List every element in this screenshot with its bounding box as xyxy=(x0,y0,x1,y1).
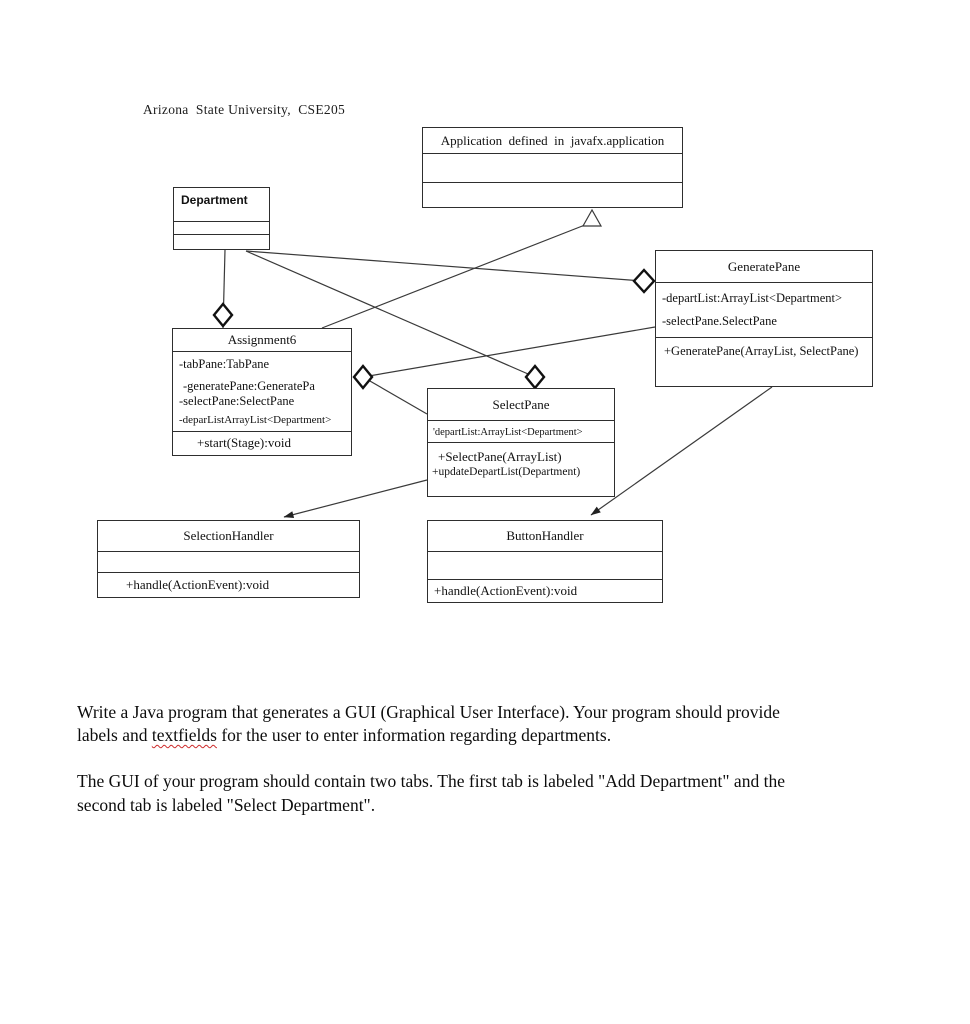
class-title-generatepane: GeneratePane xyxy=(656,251,872,283)
class-attrs-buttonhandler xyxy=(428,552,662,580)
class-title-selectionhandler: SelectionHandler xyxy=(98,521,359,552)
paragraph2-line1: The GUI of your program should contain t… xyxy=(77,771,785,792)
attr-deparlist: -deparListArrayList<Department> xyxy=(179,414,332,426)
attr-selectpane: -selectPane.SelectPane xyxy=(662,314,777,328)
class-box-buttonhandler: ButtonHandler +handle(ActionEvent):void xyxy=(427,520,663,603)
class-methods-generatepane: +GeneratePane(ArrayList, SelectPane) xyxy=(656,338,872,359)
class-attrs-department xyxy=(174,222,269,235)
p1-line2-before: labels and xyxy=(77,725,152,746)
class-title-assignment6: Assignment6 xyxy=(173,329,351,352)
class-attrs-selectionhandler xyxy=(98,552,359,573)
attr-tabpane: -tabPane:TabPane xyxy=(179,357,270,371)
class-title-selectpane: SelectPane xyxy=(428,389,614,421)
class-methods-buttonhandler: +handle(ActionEvent):void xyxy=(428,580,662,598)
aggregation-diamond-generatepane-left xyxy=(632,268,656,294)
course-header: Arizona State University, CSE205 xyxy=(143,102,346,117)
class-box-selectpane: SelectPane 'departList:ArrayList<Departm… xyxy=(427,388,615,497)
paragraph2-line2: second tab is labeled "Select Department… xyxy=(77,794,376,815)
class-attrs-selectpane: 'departList:ArrayList<Department> xyxy=(428,421,614,443)
aggregation-diamond-assignment6-right xyxy=(352,364,374,390)
aggregation-diamond-selectpane-top xyxy=(524,364,546,390)
method-updatedepartlist: +updateDepartList(Department) xyxy=(432,466,581,478)
class-title-department: Department xyxy=(174,188,269,222)
class-box-application: Application defined in javafx.applicatio… xyxy=(422,127,683,208)
class-box-assignment6: Assignment6 -tabPane:TabPane -generatePa… xyxy=(172,328,352,456)
class-title-buttonhandler: ButtonHandler xyxy=(428,521,662,552)
attr-departlist: 'departList:ArrayList<Department> xyxy=(433,427,583,438)
class-methods-assignment6: +start(Stage):void xyxy=(173,432,351,450)
class-methods-selectionhandler: +handle(ActionEvent):void xyxy=(98,573,359,592)
edge-assignment6-generatepane xyxy=(362,326,656,378)
assignment-instructions: Write a Java program that generates a GU… xyxy=(77,701,907,817)
paragraph1-line2: labels and textfields for the user to en… xyxy=(77,724,907,747)
class-attrs-generatepane: -departList:ArrayList<Department> -selec… xyxy=(656,283,872,338)
edge-generatepane-buttonhandler xyxy=(590,386,773,516)
class-box-selectionhandler: SelectionHandler +handle(ActionEvent):vo… xyxy=(97,520,360,598)
edge-selectpane-selectionhandler xyxy=(283,479,428,519)
attr-generatepane: -generatePane:GeneratePa xyxy=(183,379,315,393)
inheritance-triangle-application xyxy=(581,208,603,227)
method-selectpane-ctor: +SelectPane(ArrayList) xyxy=(438,449,562,464)
misspelled-word-textfields: textfields xyxy=(151,725,217,746)
edge-assignment6-selectpane xyxy=(362,376,428,415)
class-box-generatepane: GeneratePane -departList:ArrayList<Depar… xyxy=(655,250,873,387)
attr-selectpane: -selectPane:SelectPane xyxy=(179,394,295,408)
method-handle: +handle(ActionEvent):void xyxy=(434,583,578,598)
aggregation-diamond-assignment6-top xyxy=(212,302,234,328)
class-methods-selectpane: +SelectPane(ArrayList) +updateDepartList… xyxy=(428,443,614,480)
class-box-department: Department xyxy=(173,187,270,250)
attr-departlist: -departList:ArrayList<Department> xyxy=(662,291,843,305)
method-handle: +handle(ActionEvent):void xyxy=(126,577,270,592)
class-attrs-application xyxy=(423,154,682,183)
p1-line2-after: for the user to enter information regard… xyxy=(216,725,612,746)
class-title-application: Application defined in javafx.applicatio… xyxy=(423,128,682,154)
edge-department-generatepane xyxy=(245,250,644,282)
method-start: +start(Stage):void xyxy=(197,435,291,450)
paragraph1-line1: Write a Java program that generates a GU… xyxy=(77,702,780,722)
method-generatepane-ctor: +GeneratePane(ArrayList, SelectPane) xyxy=(664,344,859,358)
edge-assignment6-application-inheritance xyxy=(321,222,591,329)
class-attrs-assignment6: -tabPane:TabPane -generatePane:GenerateP… xyxy=(173,352,351,432)
